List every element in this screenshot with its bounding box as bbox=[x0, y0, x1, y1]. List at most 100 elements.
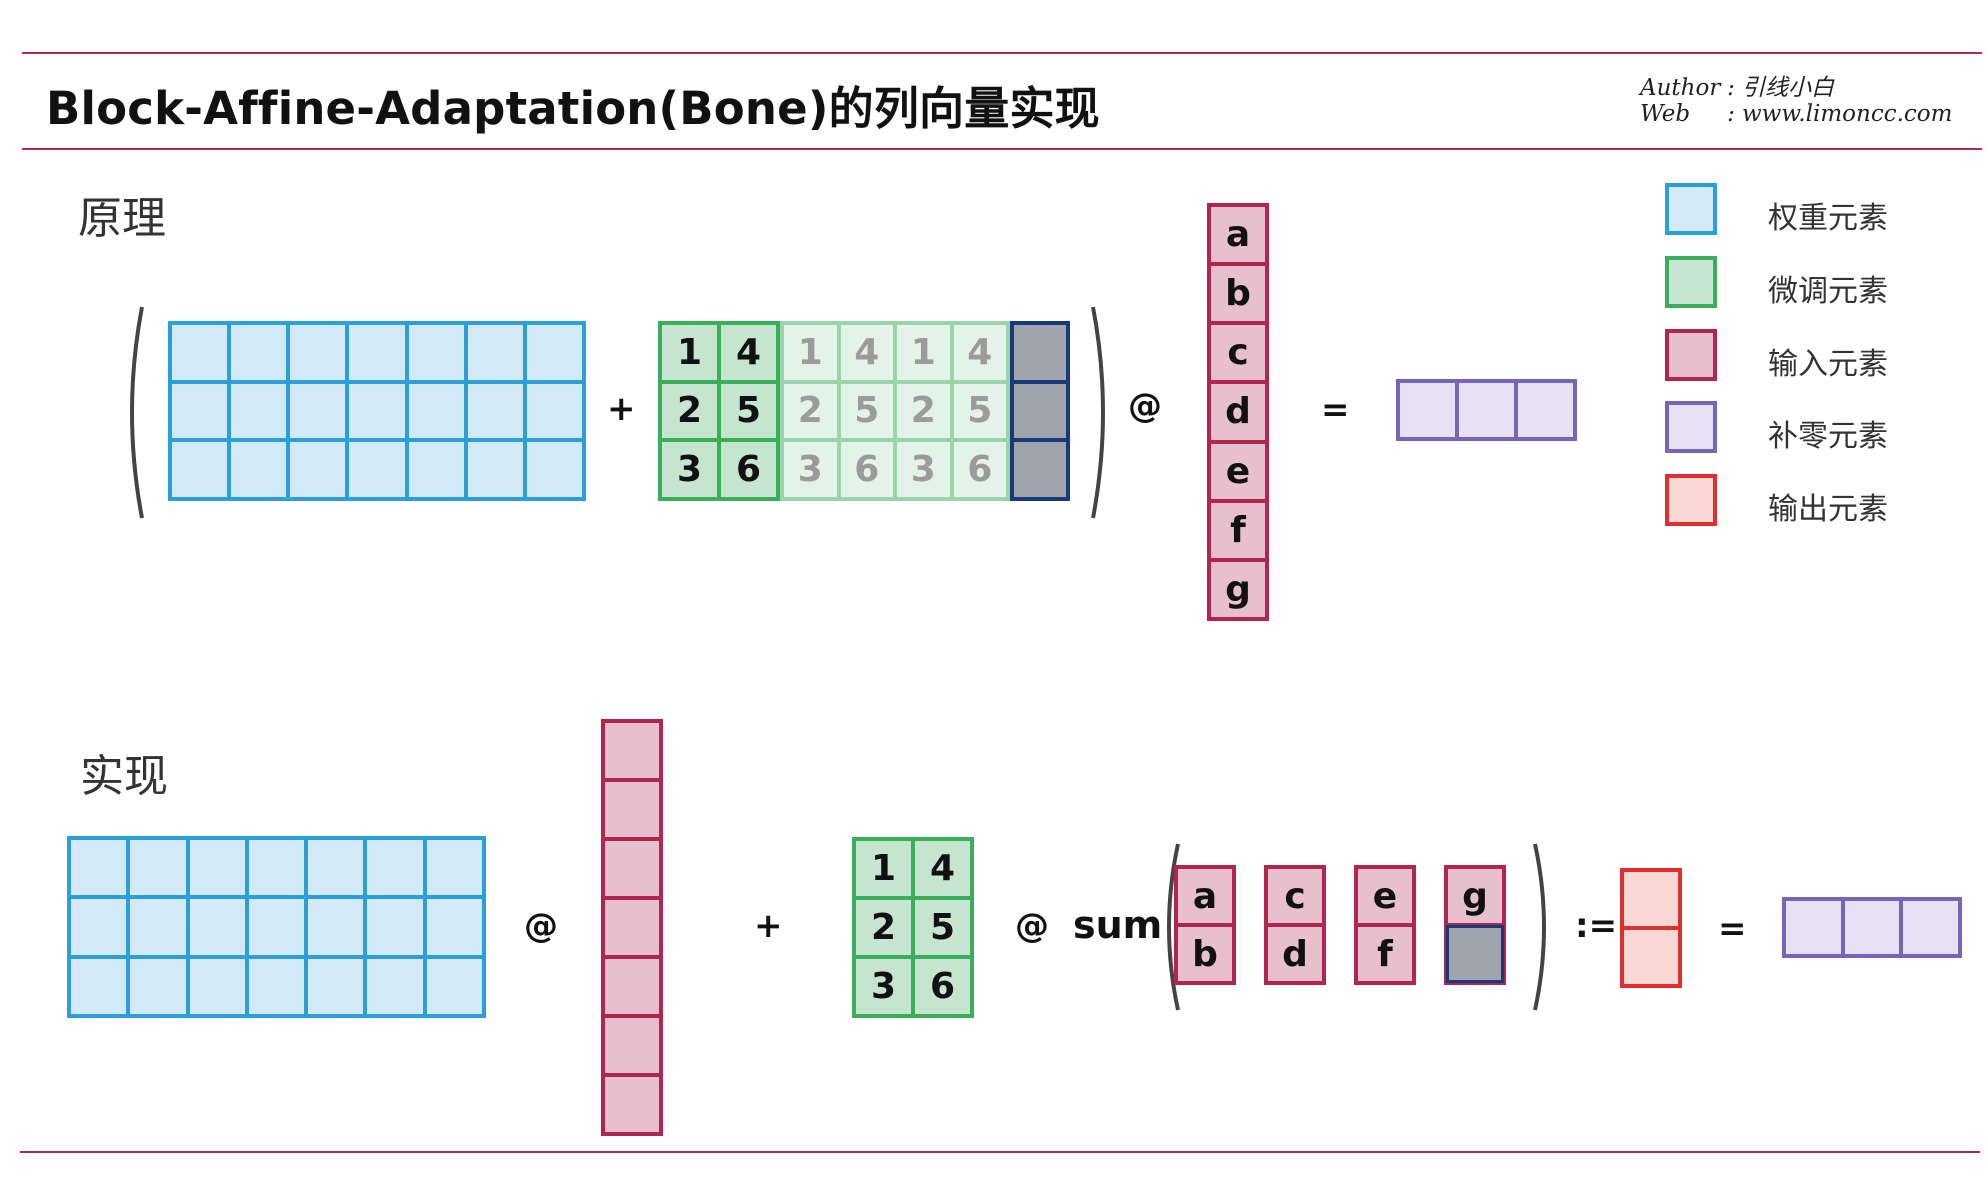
weight-cell bbox=[246, 838, 307, 898]
weight-cell bbox=[306, 897, 366, 957]
legend-item: 微调元素 bbox=[1665, 256, 1965, 312]
output-partial-vector bbox=[1620, 868, 1682, 988]
section-implementation-label: 实现 bbox=[80, 751, 168, 802]
web-key: Web bbox=[1640, 101, 1691, 127]
legend-swatch bbox=[1665, 401, 1717, 453]
legend-label: 输入元素 bbox=[1768, 347, 1888, 382]
legend-swatch bbox=[1665, 183, 1717, 235]
web-sep: : bbox=[1727, 101, 1735, 127]
input-cell: g bbox=[1209, 559, 1267, 619]
input-cell: d bbox=[1266, 925, 1324, 983]
finetune-repeat-cell: 5 bbox=[838, 381, 895, 441]
output-cell bbox=[1516, 381, 1575, 439]
weight-cell bbox=[424, 956, 484, 1016]
zero-pad-cell bbox=[1012, 440, 1068, 499]
matmul-operator: @ bbox=[1128, 386, 1162, 426]
legend-item: 补零元素 bbox=[1665, 401, 1965, 457]
author-sep: : bbox=[1727, 75, 1735, 101]
input-cell: a bbox=[1176, 867, 1234, 925]
weight-cell bbox=[347, 323, 407, 382]
equals-operator: = bbox=[1321, 390, 1350, 430]
output-cell bbox=[1398, 381, 1457, 439]
weight-cell bbox=[229, 323, 289, 382]
input-cell: e bbox=[1209, 441, 1267, 501]
weight-cell bbox=[288, 381, 348, 441]
weight-cell bbox=[524, 323, 584, 382]
legend-label: 微调元素 bbox=[1768, 274, 1888, 309]
page-title: Block-Affine-Adaptation(Bone)的列向量实现 bbox=[46, 82, 1100, 135]
left-bracket-principle bbox=[130, 306, 144, 519]
weight-cell bbox=[229, 381, 289, 441]
finetune-cell: 3 bbox=[660, 440, 719, 499]
zero-pad-cell bbox=[1012, 381, 1068, 441]
weight-cell bbox=[347, 381, 407, 441]
finetune-repeat-cell: 4 bbox=[951, 323, 1008, 382]
input-cell: f bbox=[1356, 925, 1414, 983]
finetune-cell: 4 bbox=[913, 839, 972, 898]
weight-cell bbox=[187, 897, 247, 957]
finetune-repeat-cell: 5 bbox=[951, 381, 1008, 441]
output-vector-impl bbox=[1782, 897, 1962, 958]
web-value: www.limoncc.com bbox=[1742, 101, 1953, 127]
legend-swatch bbox=[1665, 329, 1717, 381]
weight-cell bbox=[465, 440, 525, 499]
weight-cell bbox=[347, 440, 407, 499]
input-cell: a bbox=[1209, 205, 1267, 265]
input-cell: b bbox=[1176, 925, 1234, 983]
weight-cell bbox=[229, 440, 289, 499]
weight-cell bbox=[406, 440, 466, 499]
weight-cell bbox=[288, 440, 348, 499]
input-cell bbox=[603, 898, 661, 957]
finetune-cell: 2 bbox=[854, 898, 913, 957]
section-principle-label: 原理 bbox=[78, 193, 166, 244]
input-cell bbox=[603, 839, 661, 898]
output-partial-cell bbox=[1622, 928, 1680, 986]
input-cell: g bbox=[1446, 867, 1504, 925]
weight-cell bbox=[187, 838, 247, 898]
legend-item: 输入元素 bbox=[1665, 329, 1965, 385]
input-cell bbox=[603, 1075, 661, 1134]
finetune-repeat-cell: 2 bbox=[895, 381, 952, 441]
legend-label: 权重元素 bbox=[1768, 201, 1888, 236]
zero-pad-column bbox=[1010, 321, 1070, 501]
input-cell: e bbox=[1356, 867, 1414, 925]
finetune-repeat-cell: 3 bbox=[782, 440, 839, 499]
input-cell: f bbox=[1209, 500, 1267, 560]
legend-item: 输出元素 bbox=[1665, 474, 1965, 530]
weight-matrix bbox=[168, 321, 586, 501]
zero-pad-cell bbox=[1446, 925, 1504, 983]
right-bracket-sum bbox=[1533, 843, 1546, 1011]
input-cell bbox=[603, 957, 661, 1016]
weight-cell bbox=[365, 838, 425, 898]
input-pair: g bbox=[1444, 865, 1506, 985]
left-bracket-sum bbox=[1167, 843, 1180, 1011]
output-vector bbox=[1396, 379, 1577, 441]
weight-cell bbox=[465, 323, 525, 382]
finetune-cell: 1 bbox=[854, 839, 913, 898]
weight-cell bbox=[524, 381, 584, 441]
weight-cell bbox=[170, 440, 230, 499]
output-cell bbox=[1784, 899, 1843, 956]
assign-operator: := bbox=[1575, 906, 1618, 946]
output-cell bbox=[1842, 899, 1902, 956]
weight-cell bbox=[288, 323, 348, 382]
finetune-cell: 3 bbox=[854, 957, 913, 1016]
weight-cell bbox=[306, 838, 366, 898]
weight-cell bbox=[170, 381, 230, 441]
weight-cell bbox=[246, 897, 307, 957]
author-key: Author bbox=[1640, 75, 1721, 101]
finetune-repeat-cell: 2 bbox=[782, 381, 839, 441]
legend-label: 输出元素 bbox=[1768, 492, 1888, 527]
finetune-repeat-cell: 6 bbox=[951, 440, 1008, 499]
input-cell bbox=[603, 780, 661, 839]
right-bracket-principle bbox=[1091, 306, 1105, 519]
input-cell: d bbox=[1209, 382, 1267, 442]
finetune-repeat-cell: 1 bbox=[895, 323, 952, 382]
weight-cell bbox=[365, 897, 425, 957]
finetune-cell: 4 bbox=[719, 323, 778, 382]
weight-cell bbox=[170, 323, 230, 382]
weight-cell bbox=[306, 956, 366, 1016]
